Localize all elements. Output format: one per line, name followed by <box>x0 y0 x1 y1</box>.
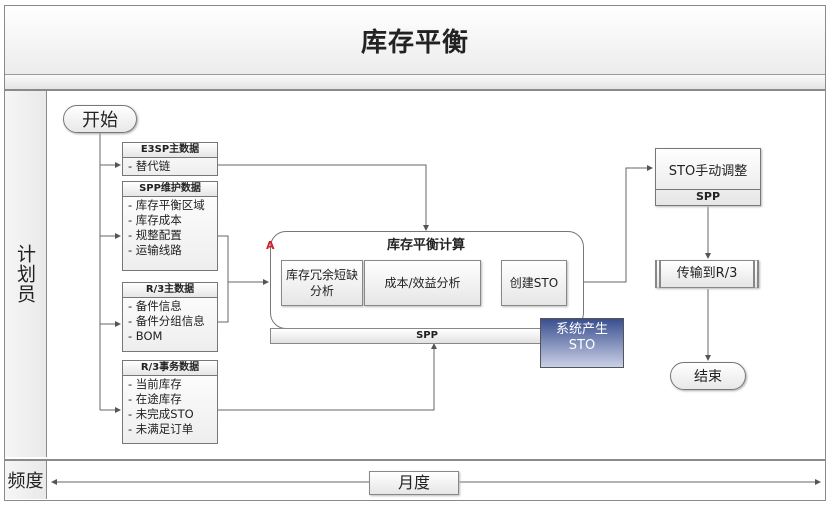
manual-adjust-box[interactable]: STO手动调整 SPP <box>655 148 761 206</box>
doc-item: - 运输线路 <box>128 243 182 257</box>
system-output-line2: STO <box>568 338 596 353</box>
step-label: 创建STO <box>509 276 559 290</box>
manual-adjust-system: SPP <box>695 190 721 203</box>
e3sp-to-calc <box>218 164 429 231</box>
doc-title: R/3事务数据 <box>123 361 217 376</box>
calc-group-title: 库存平衡计算 <box>386 238 465 253</box>
doc-item: - 在途库存 <box>128 392 182 406</box>
doc-item: - 备件信息 <box>128 299 182 313</box>
doc-r3-transaction[interactable]: R/3事务数据 - 当前库存 - 在途库存 - 未完成STO - 未满足订单 <box>122 360 218 444</box>
frequency-label-text: 频度 <box>7 471 44 492</box>
start-label: 开始 <box>82 110 118 131</box>
doc-item: - 当前库存 <box>128 377 182 391</box>
sub-header-bar <box>5 75 825 91</box>
diagram-title: 库存平衡 <box>360 27 469 58</box>
frequency-value-text: 月度 <box>397 473 430 492</box>
doc-item: - BOM <box>128 329 163 343</box>
frequency-label: 频度 <box>5 461 47 499</box>
doc-item: - 替代链 <box>128 159 171 173</box>
doc-item: - 备件分组信息 <box>128 314 205 328</box>
start-terminator[interactable]: 开始 <box>63 105 137 133</box>
step-surplus-shortage[interactable]: 库存冗余短缺分析 <box>281 260 363 306</box>
frequency-divider <box>5 459 825 461</box>
end-label: 结束 <box>694 369 722 385</box>
system-output-line1: 系统产生 <box>555 322 608 337</box>
doc-e3sp-master[interactable]: E3SP主数据 - 替代链 <box>122 142 218 176</box>
doc-title: E3SP主数据 <box>123 143 217 158</box>
swimlane-label: 计划员 <box>5 91 47 457</box>
r3trans-to-calc <box>218 343 437 411</box>
frequency-value: 月度 <box>369 471 459 495</box>
step-create-sto[interactable]: 创建STO <box>501 260 567 306</box>
doc-item: - 未完成STO <box>128 407 194 421</box>
swimlane-label-text: 计划员 <box>14 244 36 304</box>
doc-title: SPP维护数据 <box>123 182 217 197</box>
calc-system-bar: SPP <box>270 328 584 344</box>
doc-item: - 未满足订单 <box>128 422 194 436</box>
step-cost-benefit[interactable]: 成本/效益分析 <box>364 260 481 306</box>
doc-item: - 库存平衡区域 <box>128 198 205 212</box>
doc-spp-maintenance[interactable]: SPP维护数据 - 库存平衡区域 - 库存成本 - 规整配置 - 运输线路 <box>122 181 218 271</box>
title-bar: 库存平衡 <box>5 6 825 75</box>
system-output-doc[interactable]: 系统产生 STO <box>540 318 624 368</box>
doc-title: R/3主数据 <box>123 283 217 298</box>
manual-adjust-label: STO手动调整 <box>656 149 760 190</box>
step-label: 库存冗余短缺分析 <box>285 268 358 298</box>
spp-data-bracket <box>218 235 229 323</box>
step-label: 成本/效益分析 <box>384 276 461 290</box>
transfer-subprocess[interactable]: 传输到R/3 <box>655 260 759 288</box>
doc-item: - 库存成本 <box>128 213 182 227</box>
doc-r3-master[interactable]: R/3主数据 - 备件信息 - 备件分组信息 - BOM <box>122 282 218 352</box>
end-terminator[interactable]: 结束 <box>670 362 746 390</box>
calc-to-manual <box>583 165 653 283</box>
doc-item: - 规整配置 <box>128 228 182 242</box>
diagram-frame <box>4 5 826 501</box>
transfer-label: 传输到R/3 <box>676 266 738 281</box>
calc-marker: A <box>266 239 275 252</box>
